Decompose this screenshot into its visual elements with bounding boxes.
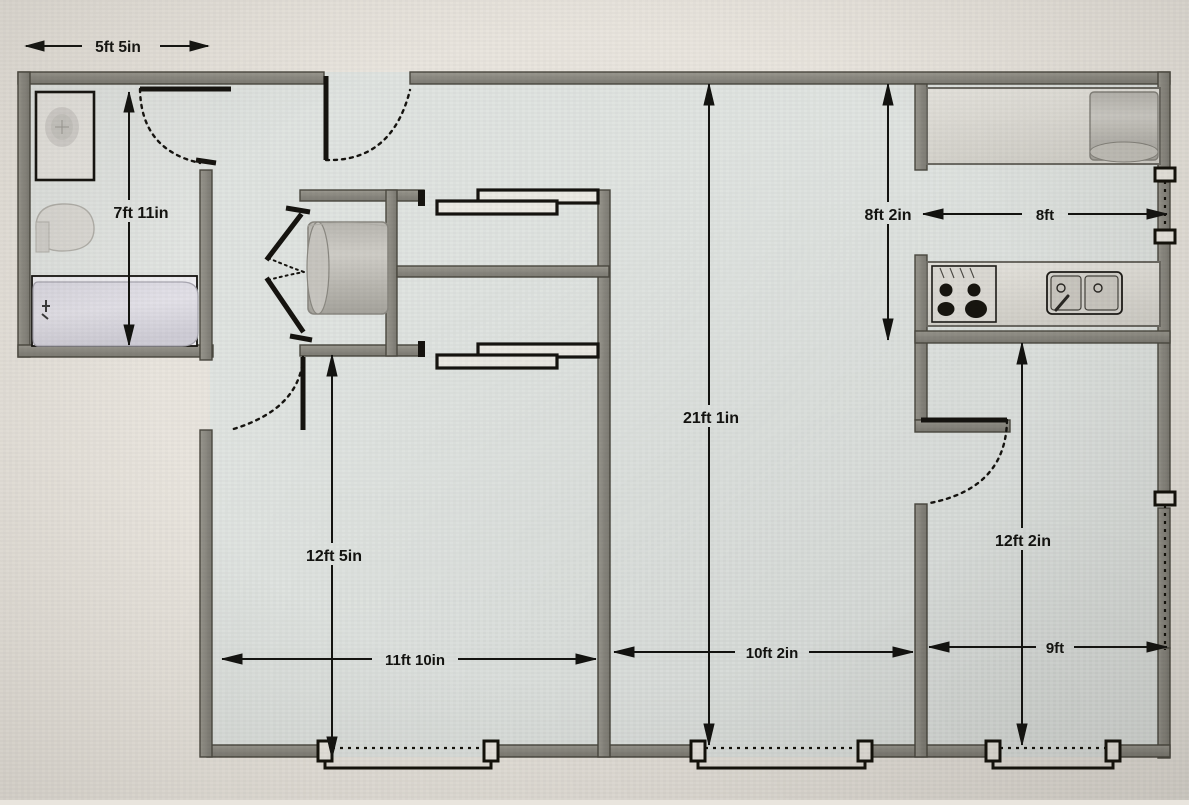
dim-bath-depth: 7ft 11in (98, 91, 184, 346)
closet-bifold-lower-leaf[interactable] (289, 333, 313, 343)
wall-top-left (17, 71, 325, 85)
dim-bedroom-depth: 12ft 2in (982, 342, 1064, 746)
bathtub-faucet (41, 300, 50, 320)
dim-kitchen-width: 8ft (922, 204, 1168, 224)
closet-sliding-doors[interactable] (435, 188, 600, 370)
burner-back-right (967, 283, 981, 297)
wall-hall-west (199, 429, 213, 758)
wall-right-bottom2 (1157, 647, 1171, 759)
wall-bottom-1 (206, 744, 321, 758)
wall-closet-bottom (299, 344, 425, 357)
closet-bifold-upper-leaf[interactable] (285, 205, 311, 215)
wall-bedroom-north (914, 330, 1171, 344)
dim-living-width: 11ft 10in (221, 649, 597, 669)
bathroom-door-stop[interactable] (195, 157, 217, 166)
window-east-1[interactable] (1153, 166, 1177, 245)
dim-label-bath-depth: 7ft 11in (113, 205, 168, 222)
closet-slider-top-panel-b[interactable] (435, 199, 559, 216)
window-east-2[interactable] (1153, 490, 1177, 650)
bedroom-door-swing (928, 418, 1009, 505)
dimension-annotations: 5ft 5in 7ft 11in 12ft 5in 11ft 10in (24, 36, 1168, 759)
dim-label-living-depth: 12ft 5in (306, 548, 362, 565)
dim-label-bedroom-depth: 12ft 2in (995, 533, 1051, 550)
burner-back-left (939, 283, 953, 297)
wall-bottom-2 (489, 744, 696, 758)
dim-living-depth: 12ft 5in (293, 354, 375, 759)
dim-kitchen-depth: 8ft 2in (849, 83, 927, 341)
wall-kitchen-west-top (914, 83, 928, 171)
dim-label-kitchen-depth: 8ft 2in (864, 207, 911, 224)
window-south-3[interactable] (984, 739, 1122, 770)
burner-front-right (965, 300, 987, 318)
dim-label-bath-width: 5ft 5in (95, 39, 141, 56)
doors[interactable] (138, 76, 1009, 505)
wall-left-exterior (17, 71, 31, 358)
bathroom-door-swing (138, 87, 202, 165)
sink-basin-left (1050, 275, 1082, 311)
wall-top-right (409, 71, 1171, 85)
wall-bottom-3 (865, 744, 991, 758)
sink-faucet (1054, 294, 1070, 312)
entry-door-swing (324, 88, 412, 162)
sink-basin-right (1084, 275, 1119, 311)
dim-label-bedroom-width: 9ft (1046, 640, 1064, 657)
wall-closet-divider (396, 265, 610, 278)
wall-bath-partition (199, 169, 213, 361)
utility-closet (264, 190, 425, 357)
dim-label-kitchen-width: 8ft (1036, 207, 1054, 224)
windows[interactable] (316, 166, 1177, 770)
closet-jamb-bottom (418, 341, 425, 357)
dim-bath-width: 5ft 5in (24, 36, 210, 56)
closet-bifold-lower[interactable] (264, 276, 306, 334)
closet-bifold-upper[interactable] (264, 212, 304, 262)
kitchen-water-heater-base (1089, 141, 1159, 163)
toilet-tank (35, 221, 50, 253)
wall-closet-top (299, 189, 425, 202)
dim-center-width: 10ft 2in (613, 642, 914, 662)
cooktop-grates (939, 267, 975, 279)
window-south-1[interactable] (316, 739, 500, 770)
water-heater-tank-end (306, 221, 330, 315)
bathtub (32, 281, 199, 347)
walls (17, 71, 1171, 759)
sink-drain-right (1093, 283, 1103, 293)
bifold-swing-upper (267, 257, 305, 273)
dim-center-depth: 21ft 1in (672, 83, 750, 746)
kitchen (926, 87, 1161, 327)
dim-label-center-width: 10ft 2in (746, 645, 799, 662)
dim-label-center-depth: 21ft 1in (683, 410, 739, 427)
burner-front-left (937, 302, 955, 316)
wall-living-center (597, 189, 611, 758)
sink-drain-left (1056, 283, 1066, 293)
dim-label-living-width: 11ft 10in (385, 652, 445, 669)
closet-slider-bottom-panel-b[interactable] (435, 353, 559, 370)
hall-door-swing (228, 355, 305, 432)
wall-bedroom-west (914, 503, 928, 758)
window-south-2[interactable] (689, 739, 874, 770)
bathroom-fixtures (31, 90, 199, 347)
dim-bedroom-width: 9ft (928, 637, 1168, 657)
closet-jamb-top (418, 190, 425, 206)
